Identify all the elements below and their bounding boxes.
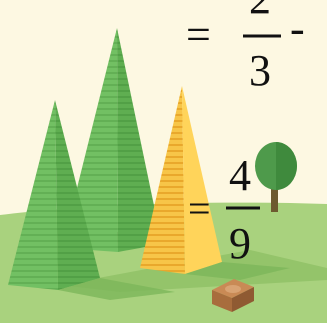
equals-sign-1: = xyxy=(186,10,211,59)
fraction-2-denominator: 9 xyxy=(229,219,251,268)
equals-sign-2: = xyxy=(188,186,211,231)
fraction-2-numerator: 4 xyxy=(229,151,251,200)
equation-line-2: = 4 9 xyxy=(188,151,260,268)
fraction-1-numerator: 2 xyxy=(249,0,271,23)
fraction-1-denominator: 3 xyxy=(249,46,271,95)
round-tree xyxy=(255,142,297,212)
yellow-cone-tree xyxy=(140,86,290,280)
tree-stump xyxy=(212,279,254,312)
green-cone-tree-small xyxy=(8,100,175,300)
equation-line-1: = 2 3 - xyxy=(186,0,305,95)
minus-sign: - xyxy=(290,4,305,53)
